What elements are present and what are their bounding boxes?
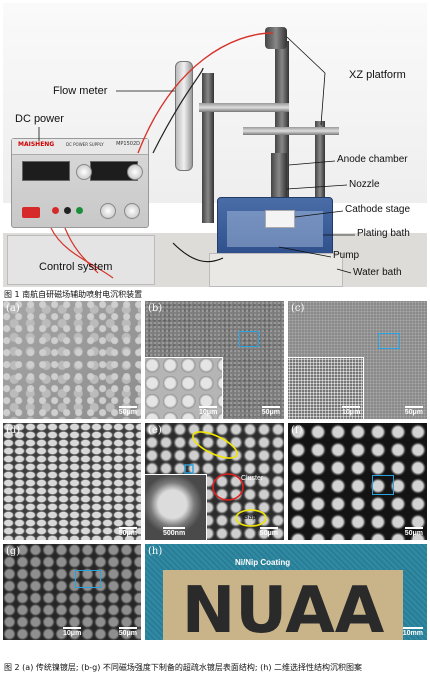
panel-b-inset: 10μm (145, 357, 223, 419)
inset-scale-bar: 10μm (342, 406, 361, 416)
cluster-label: Cluster (241, 475, 264, 482)
panel-e: (e) 500nm Cluster Gap 50μm (145, 423, 284, 540)
scale-bar: 50μm (404, 527, 424, 537)
gap-label: Gap (243, 514, 257, 521)
panel-label: (b) (148, 303, 163, 314)
terminal-green-icon (76, 207, 83, 214)
label-plating-bath: Plating bath (357, 228, 410, 239)
psu-power-button (22, 207, 40, 218)
panel-b: (b) 10μm 50μm (145, 301, 284, 419)
scale-bar: 50μm (404, 406, 424, 416)
psu-knob-icon (76, 164, 92, 180)
zoom-region-marker (378, 333, 400, 349)
rig-crossbar-upper (199, 103, 289, 112)
panel-label: (f) (291, 425, 303, 436)
panel-e-markers (184, 431, 267, 527)
panel-e-inset: 500nm (145, 474, 207, 540)
inset-scale-bar: 10μm (63, 627, 82, 637)
anode-chamber (271, 153, 287, 197)
label-nozzle: Nozzle (349, 179, 380, 190)
cathode-stage (265, 210, 295, 228)
label-flow-meter: Flow meter (53, 85, 108, 97)
panel-label: (c) (291, 303, 305, 314)
panel-label: (e) (148, 425, 162, 436)
flow-meter-tube (175, 61, 193, 171)
inset-scale-bar: 500nm (163, 527, 186, 537)
scale-bar: 50μm (118, 406, 138, 416)
panel-label: (d) (6, 425, 21, 436)
scale-bar: 10mm (402, 627, 424, 637)
scale-bar: 50μm (118, 627, 138, 637)
coating-label: Ni/Nip Coating (235, 558, 291, 567)
rig-post-right (315, 121, 325, 221)
figure-1-caption: 图 1 南航自研磁场辅助喷射电沉积装置 (4, 290, 143, 299)
psu-brand: MAISHENG (18, 141, 55, 148)
scale-bar: 50μm (118, 527, 138, 537)
panel-h: (h) Ni/Nip Coating NUAA 10mm (145, 544, 427, 640)
control-system-box (7, 235, 155, 285)
nuaa-pattern: NUAA (163, 570, 403, 640)
label-pump: Pump (333, 250, 360, 261)
scale-bar: 50μm (259, 527, 279, 537)
panel-d: (d) 50μm (3, 423, 141, 540)
psu-knob-icon (127, 164, 143, 180)
label-cathode-stage: Cathode stage (345, 204, 411, 215)
psu-model: DC POWER SUPPLY (66, 142, 104, 147)
figure-2-grid: (a) 50μm (b) 10μm 50μm (c) 10μm 50μm (d)… (3, 301, 427, 656)
zoom-region-marker (239, 331, 259, 347)
terminal-black-icon (64, 207, 71, 214)
label-control-system: Control system (39, 261, 113, 273)
figure-1-photo: MAISHENG DC POWER SUPPLY MP1502D (3, 3, 427, 287)
terminal-red-icon (52, 207, 59, 214)
label-water-bath: Water bath (353, 267, 402, 278)
panel-label: (h) (148, 546, 163, 557)
psu-header: MAISHENG DC POWER SUPPLY MP1502D (12, 139, 148, 155)
water-bath (209, 253, 343, 287)
figure-2-caption: 图 2 (a) 传统镍镀层; (b-g) 不同磁场强度下制备的超疏水镀层表面结构… (4, 663, 363, 672)
panel-c: (c) 10μm 50μm (288, 301, 427, 419)
rig-crossbar-lower (243, 127, 339, 135)
psu-knob-icon (100, 203, 116, 219)
annotation-leaders (38, 32, 355, 279)
nuaa-letters: NUAA (182, 574, 385, 640)
dc-power-supply: MAISHENG DC POWER SUPPLY MP1502D (11, 138, 149, 228)
panel-g: (g) 10μm 50μm (3, 544, 141, 640)
zoom-region-marker (75, 570, 101, 588)
scale-bar: 50μm (261, 406, 281, 416)
psu-display-voltage (22, 161, 70, 181)
zoom-region-marker (372, 475, 394, 495)
label-dc-power: DC power (15, 113, 64, 125)
panel-label: (g) (6, 546, 21, 557)
label-anode-chamber: Anode chamber (337, 154, 408, 165)
panel-a: (a) 50μm (3, 301, 141, 419)
panel-f: (f) 50μm (288, 423, 427, 540)
psu-knob-icon (124, 203, 140, 219)
panel-label: (a) (6, 303, 20, 314)
label-xz-platform: XZ platform (349, 69, 406, 81)
inset-scale-bar: 10μm (199, 406, 218, 416)
panel-c-inset: 10μm (288, 357, 364, 419)
psu-code: MP1502D (116, 141, 140, 147)
